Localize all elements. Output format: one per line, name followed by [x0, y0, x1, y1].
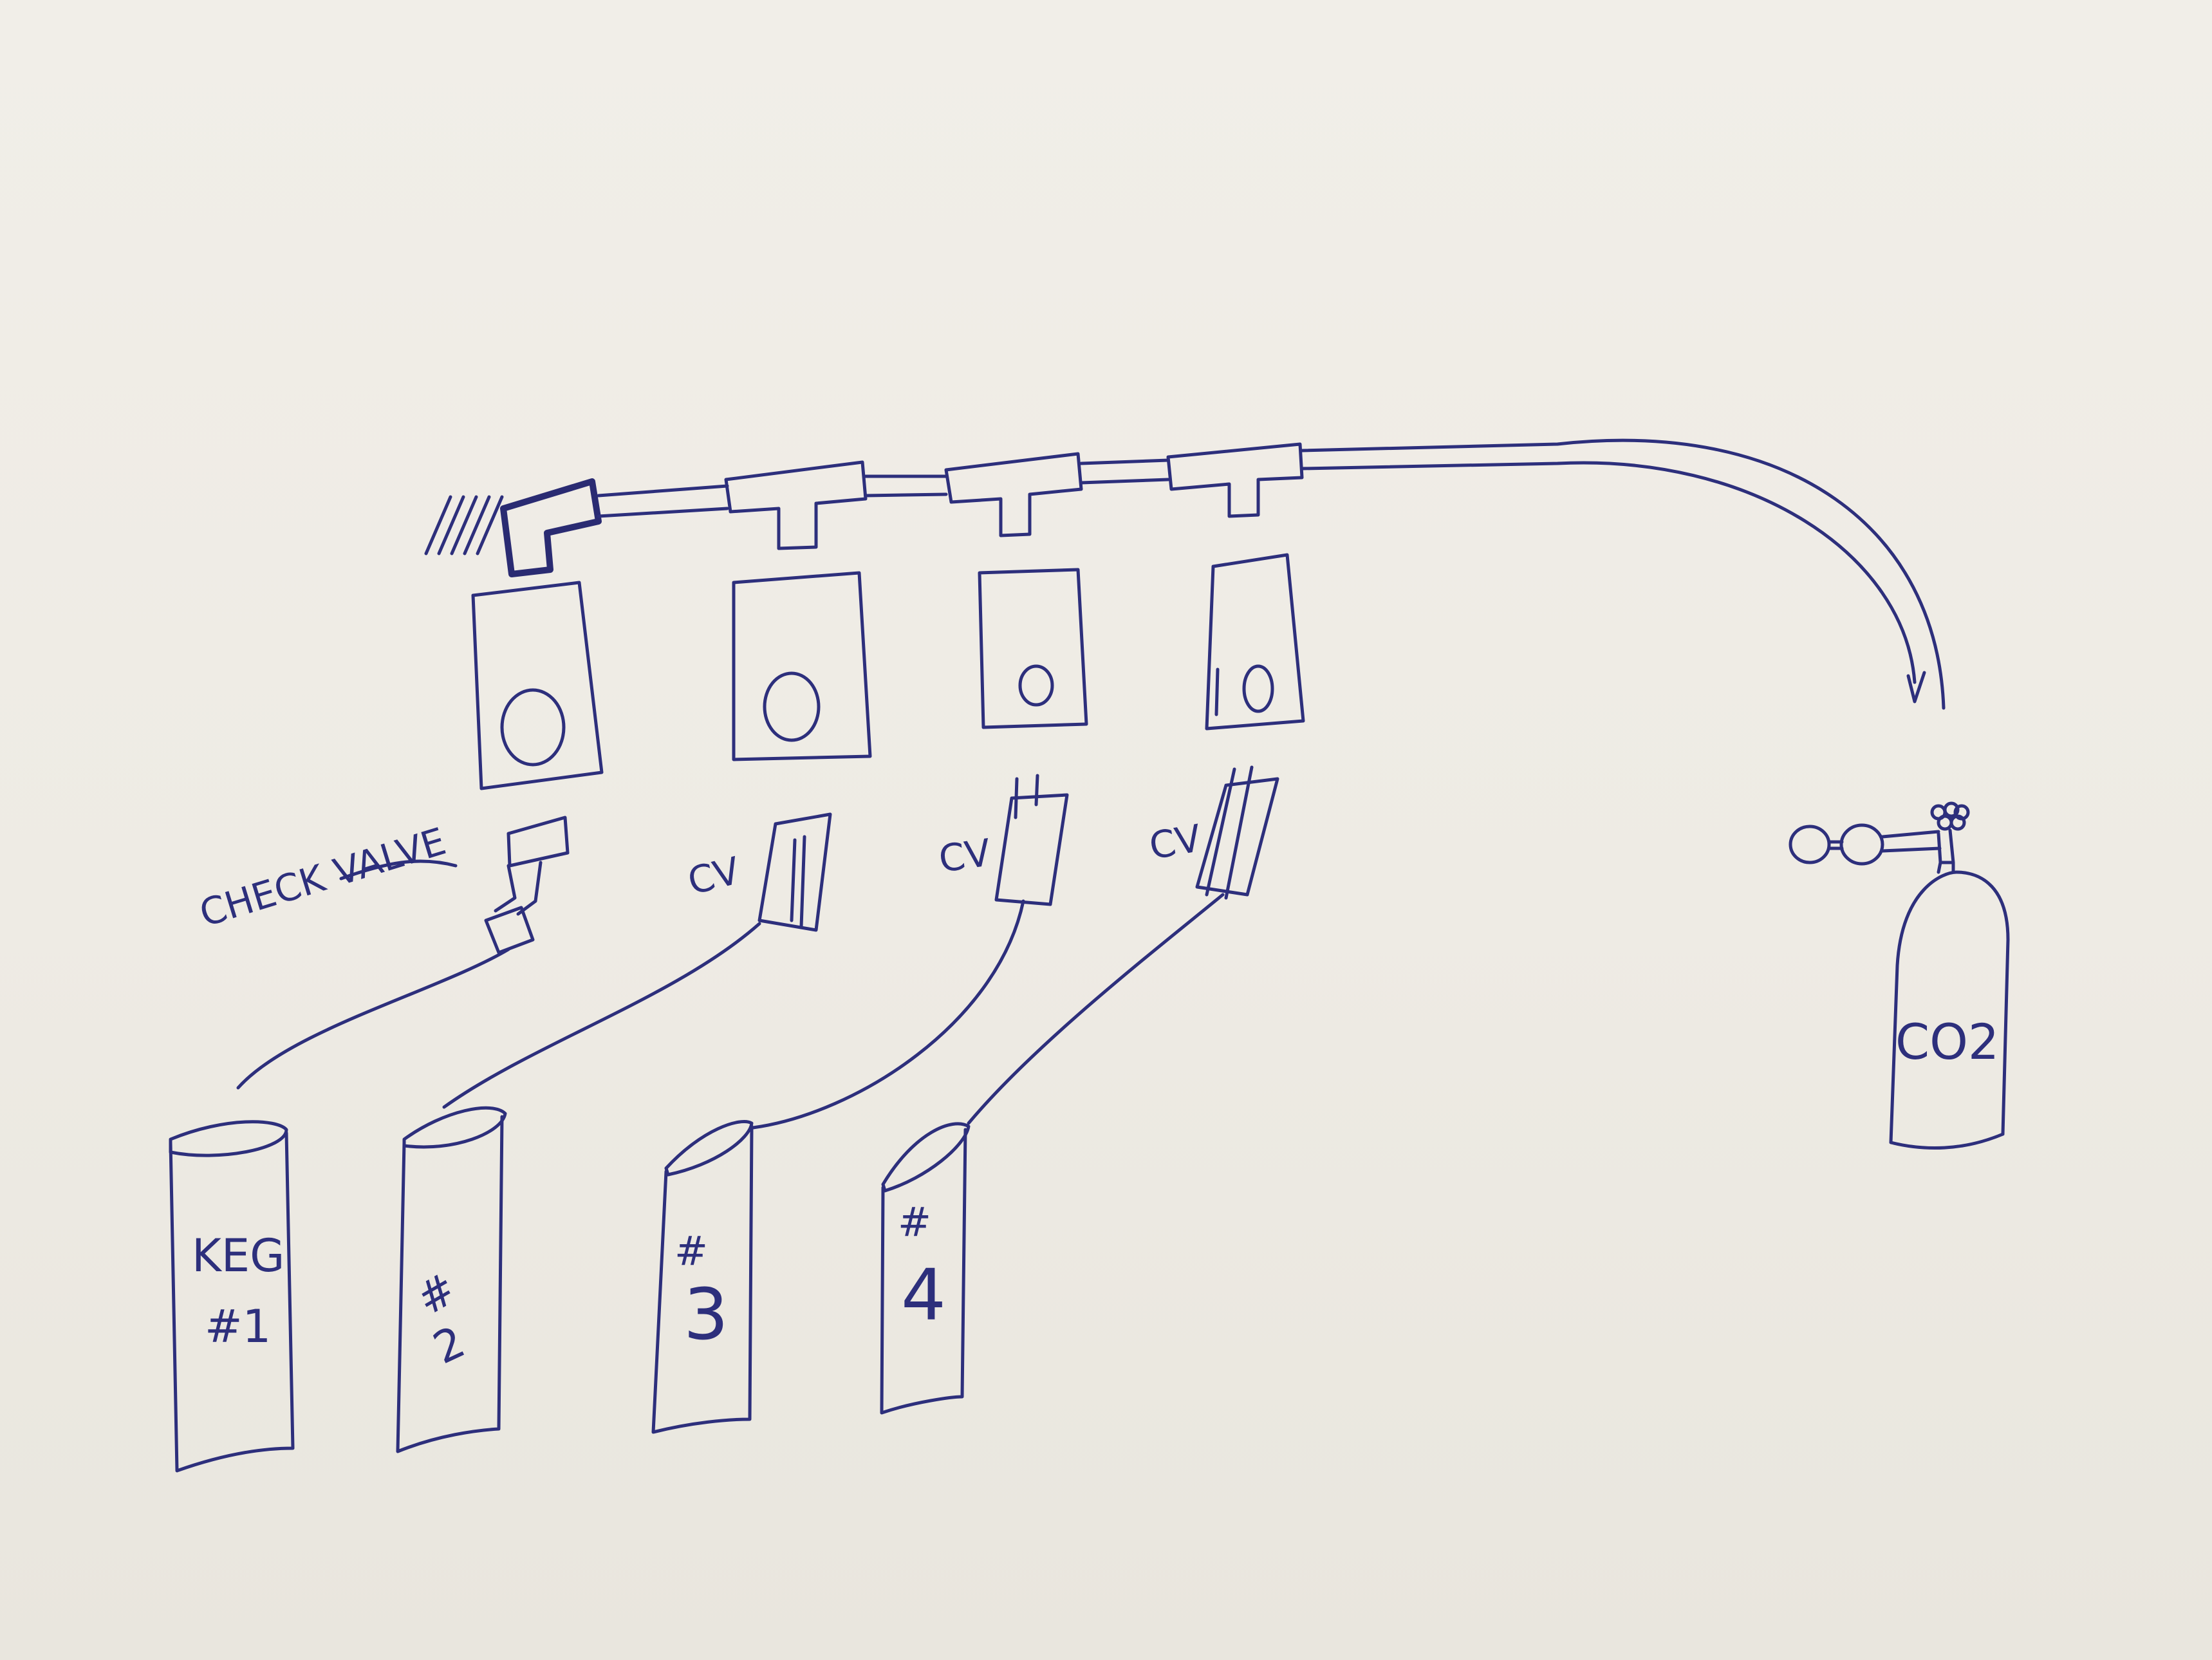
check-valve-pointer	[339, 859, 458, 881]
co2-regulator-gauges	[1789, 823, 1942, 866]
regulator-1	[471, 581, 604, 790]
check-valves	[484, 765, 1279, 955]
check-valve-3	[994, 774, 1069, 906]
check-valve-1	[484, 816, 570, 955]
keg-2	[396, 1106, 507, 1453]
keg-1-label-line2: #1	[205, 1300, 271, 1353]
cv-label-2: CV	[683, 848, 745, 903]
co2-valve-neck	[1937, 828, 1955, 874]
tee-fitting-2	[944, 452, 1083, 537]
co2-hose	[1300, 438, 1946, 710]
regulator-4	[1205, 553, 1305, 731]
keg-3	[651, 1120, 754, 1434]
co2-valve-knob	[1930, 801, 1970, 831]
check-valve-4	[1195, 765, 1279, 900]
gas-line-3	[751, 899, 1025, 1130]
cv-label-3: CV	[936, 830, 993, 881]
gas-line-4	[967, 893, 1225, 1125]
keg-3-label-line2: 3	[683, 1273, 729, 1356]
keg-1	[169, 1120, 295, 1473]
keg-2-label-line2: 2	[426, 1317, 473, 1375]
keg-2-label-line1: #	[408, 1264, 465, 1326]
keg-3-label-line1: #	[674, 1227, 708, 1274]
gas-line-1	[236, 947, 510, 1090]
kegs	[169, 1106, 971, 1473]
co2-tank	[1789, 801, 2010, 1150]
co2-cylinder	[1889, 870, 2010, 1150]
tee-fitting-1	[724, 460, 868, 550]
check-valve-label: CHECK VALVE	[194, 819, 451, 936]
elbow-fitting	[500, 478, 602, 577]
regulator-2	[732, 571, 872, 761]
regulator-3	[978, 568, 1088, 729]
regulator-boxes	[471, 553, 1305, 790]
tee-fitting-3	[1166, 442, 1304, 518]
manifold-line	[424, 438, 1946, 710]
keg-4	[880, 1122, 971, 1415]
gas-line-2	[442, 922, 761, 1109]
keg-1-label-line1: KEG	[192, 1229, 284, 1282]
keg-4-label-line1: #	[898, 1198, 931, 1245]
keg-4-label-line2: 4	[901, 1254, 946, 1336]
check-valve-2	[757, 812, 832, 932]
co2-label: CO2	[1895, 1013, 1999, 1070]
cv-label-4: CV	[1146, 816, 1205, 868]
gas-lines	[236, 893, 1225, 1130]
wall-hatch	[424, 495, 504, 555]
